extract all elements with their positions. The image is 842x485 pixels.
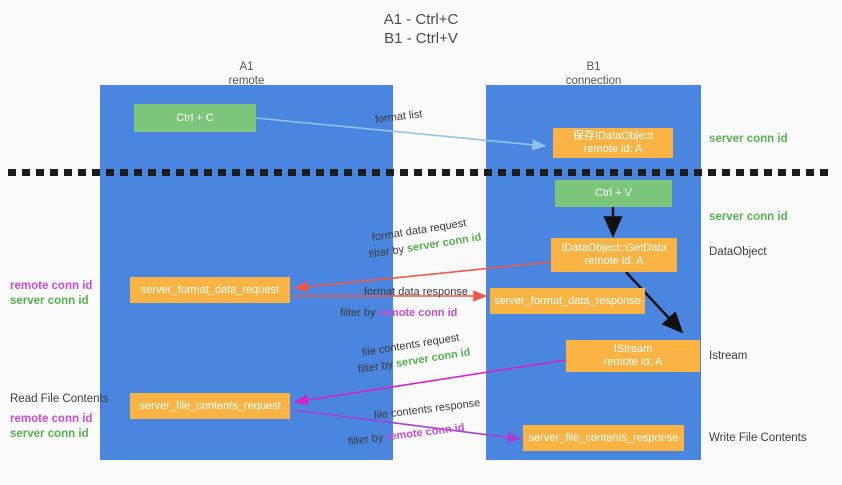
label-file-remote-conn-id: remote conn id xyxy=(10,413,93,425)
column-header-b1: B1 connection xyxy=(565,61,622,87)
edge-label-format-data-response-filter: filter by remote conn id xyxy=(340,306,457,320)
node-server-format-data-request[interactable]: server_format_data_request xyxy=(130,277,290,303)
filter-key-remote-conn-id: remote conn id xyxy=(385,421,466,444)
node-server-format-data-response[interactable]: server_format_data_response xyxy=(490,288,645,314)
node-idataobject-getdata[interactable]: IDataObject::GetData remote id: A xyxy=(551,238,677,272)
node-server-file-contents-request[interactable]: server_file_contents_request xyxy=(130,393,290,419)
label-write-file-contents: Write File Contents xyxy=(709,432,807,444)
label-server-conn-id-paste: server conn id xyxy=(709,211,788,223)
phase-divider-line xyxy=(8,169,834,176)
node-save-idataobject[interactable]: 保存IDataObject remote id: A xyxy=(553,128,673,158)
node-istream[interactable]: IStream remote id: A xyxy=(566,340,700,372)
edge-label-format-data-response: format data response xyxy=(364,286,468,298)
label-istream: Istream xyxy=(709,350,748,362)
node-ctrl-c[interactable]: Ctrl + C xyxy=(134,104,256,132)
column-header-a1: A1 remote xyxy=(228,61,265,87)
node-ctrl-v[interactable]: Ctrl + V xyxy=(555,180,672,207)
label-format-server-conn-id: server conn id xyxy=(10,295,89,307)
filter-key-remote-conn-id: remote conn id xyxy=(378,307,458,319)
label-file-server-conn-id: server conn id xyxy=(10,428,89,440)
label-format-remote-conn-id: remote conn id xyxy=(10,280,93,292)
label-read-file-contents: Read File Contents xyxy=(10,393,109,405)
page-title: A1 - Ctrl+C B1 - Ctrl+V xyxy=(383,11,459,47)
node-server-file-contents-response[interactable]: server_file_contents_response xyxy=(523,425,684,451)
filter-prefix: filter by xyxy=(340,307,379,319)
label-dataobject: DataObject xyxy=(709,246,767,258)
label-server-conn-id-top: server conn id xyxy=(709,133,788,145)
